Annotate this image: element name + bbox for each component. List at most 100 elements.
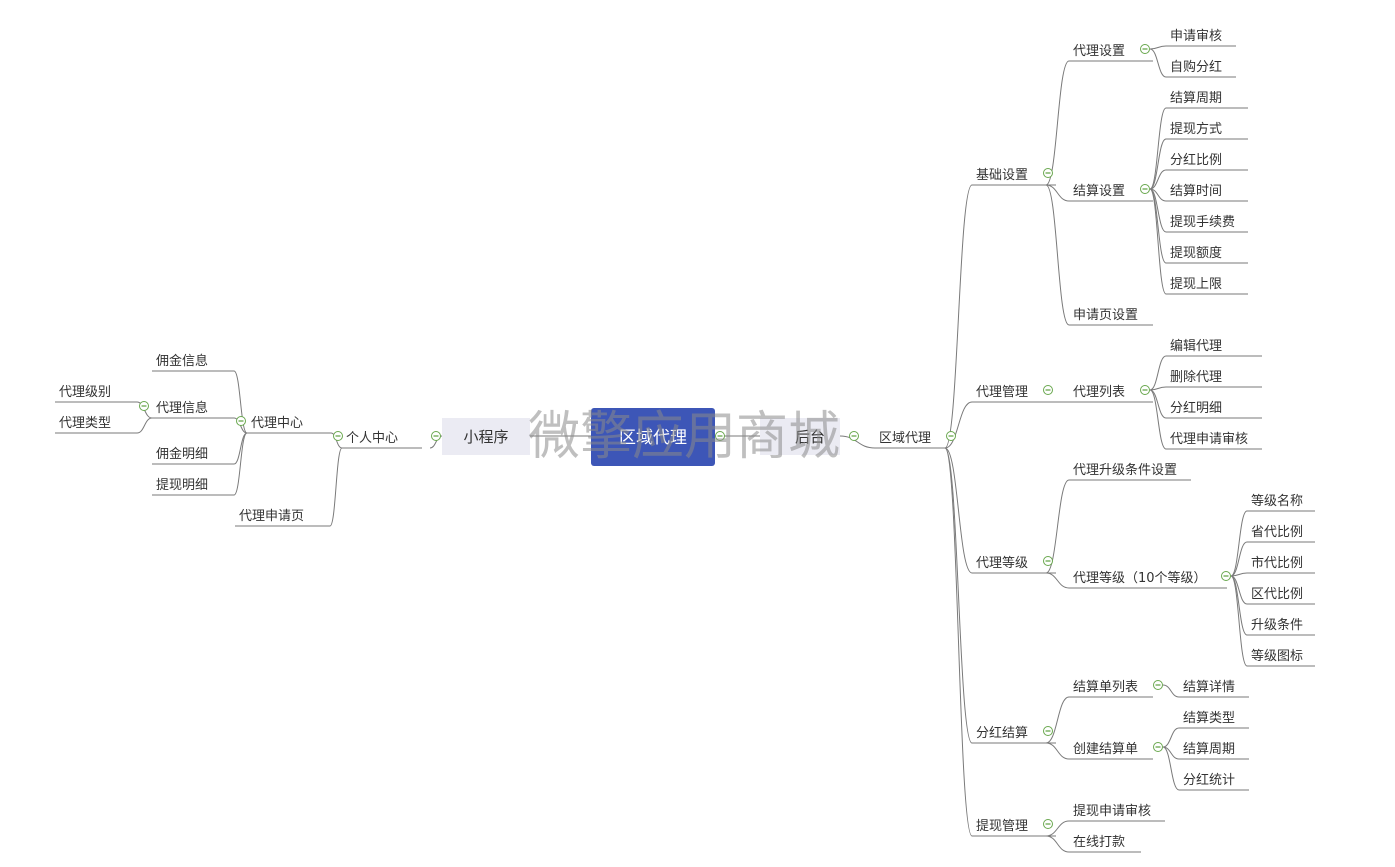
node-settlement-settings-item-6[interactable]: 提现上限 <box>1166 276 1248 295</box>
node-agent-settings-item-1[interactable]: 自购分红 <box>1166 59 1236 78</box>
node-agent-level-item-4[interactable]: 升级条件 <box>1247 617 1315 636</box>
node-online-payment[interactable]: 在线打款 <box>1069 835 1141 853</box>
node-upgrade-condition-settings[interactable]: 代理升级条件设置 <box>1069 462 1191 481</box>
node-agent-apply-page-label: 代理申请页 <box>239 509 304 524</box>
connector-layer <box>136 45 1248 853</box>
node-agent-level[interactable]: 代理级别 <box>55 385 137 403</box>
toggle-right-main[interactable] <box>849 431 859 441</box>
node-agent-level-item-5-label: 等级图标 <box>1251 648 1303 664</box>
node-settlement-settings-item-2[interactable]: 分红比例 <box>1166 152 1248 171</box>
node-agent-level-item-0[interactable]: 等级名称 <box>1247 493 1315 512</box>
toggle-node-basic-settings[interactable] <box>1043 168 1053 178</box>
node-agent-grade-label: 代理等级 <box>976 555 1028 571</box>
toggle-node-agent-grade[interactable] <box>1043 556 1053 566</box>
node-apply-page-settings[interactable]: 申请页设置 <box>1069 308 1153 326</box>
node-agent-level-item-2-label: 市代比例 <box>1251 555 1303 571</box>
node-settlement-list[interactable]: 结算单列表 <box>1069 680 1153 698</box>
node-settlement-settings-item-3[interactable]: 结算时间 <box>1166 184 1248 202</box>
connector-agent-apply-page <box>329 447 343 527</box>
node-agent-list-item-0[interactable]: 编辑代理 <box>1166 339 1262 357</box>
node-agent-center-label: 代理中心 <box>251 416 303 431</box>
connector-node-withdraw-detail <box>233 432 248 496</box>
node-settlement-settings-item-5[interactable]: 提现额度 <box>1166 245 1248 264</box>
node-create-settlement-item-1[interactable]: 结算周期 <box>1179 742 1249 760</box>
toggle-node-settlement-settings[interactable] <box>1140 184 1150 194</box>
node-create-settlement-item-2[interactable]: 分红统计 <box>1179 772 1249 791</box>
toggle-node-agent-settings[interactable] <box>1140 44 1150 54</box>
node-agent-level-item-3[interactable]: 区代比例 <box>1247 587 1315 605</box>
connector-node-withdraw-management <box>944 447 973 837</box>
node-personal-center[interactable]: 个人中心 <box>342 431 422 449</box>
toggle-root[interactable] <box>715 431 725 441</box>
node-agent-level-item-0-label: 等级名称 <box>1251 493 1303 509</box>
main-node-right[interactable]: 后台 <box>760 418 840 455</box>
node-agent-apply-page[interactable]: 代理申请页 <box>235 509 330 527</box>
node-commission-info[interactable]: 佣金信息 <box>152 353 234 372</box>
toggle-agent-center[interactable] <box>236 416 246 426</box>
node-agent-grade[interactable]: 代理等级 <box>972 555 1056 574</box>
toggle-node-settlement-list[interactable] <box>1153 680 1163 690</box>
node-agent-type[interactable]: 代理类型 <box>55 416 137 434</box>
node-agent-settings-item-0[interactable]: 申请审核 <box>1166 29 1236 47</box>
toggle-node-dividend-settlement[interactable] <box>1043 726 1053 736</box>
toggle-node-create-settlement[interactable] <box>1153 742 1163 752</box>
node-agent-list[interactable]: 代理列表 <box>1069 385 1153 403</box>
toggle-agent-info[interactable] <box>139 401 149 411</box>
node-agent-list-item-2[interactable]: 分红明细 <box>1166 400 1262 419</box>
node-agent-level-item-4-label: 升级条件 <box>1251 617 1303 633</box>
root-node[interactable]: 区域代理 <box>591 408 715 466</box>
node-agent-management-label: 代理管理 <box>976 385 1028 400</box>
node-settlement-settings-item-4[interactable]: 提现手续费 <box>1166 214 1248 233</box>
toggle-node-withdraw-management[interactable] <box>1043 819 1053 829</box>
main-node-right-label: 后台 <box>795 428 825 446</box>
node-create-settlement[interactable]: 创建结算单 <box>1069 742 1153 760</box>
node-settlement-settings-item-1[interactable]: 提现方式 <box>1166 121 1248 140</box>
connector-node-agent-level-item-5 <box>1230 575 1248 667</box>
node-withdraw-apply-review[interactable]: 提现申请审核 <box>1069 803 1165 822</box>
toggle-region-agent[interactable] <box>946 431 956 441</box>
node-settlement-settings[interactable]: 结算设置 <box>1069 184 1153 202</box>
toggle-layer <box>139 44 1231 829</box>
connector-node-create-settlement <box>1045 742 1070 760</box>
node-basic-settings[interactable]: 基础设置 <box>972 168 1056 186</box>
node-commission-detail[interactable]: 佣金明细 <box>152 446 234 465</box>
node-agent-level-ten[interactable]: 代理等级（10个等级） <box>1069 570 1227 589</box>
main-node-left-label: 小程序 <box>463 428 508 446</box>
toggle-node-agent-list[interactable] <box>1140 385 1150 395</box>
node-agent-level-item-5[interactable]: 等级图标 <box>1247 648 1315 667</box>
node-agent-level-item-3-label: 区代比例 <box>1251 587 1303 602</box>
node-agent-center[interactable]: 代理中心 <box>247 416 331 434</box>
node-dividend-settlement[interactable]: 分红结算 <box>972 725 1056 744</box>
toggle-personal-center[interactable] <box>333 431 343 441</box>
node-settlement-settings-item-0[interactable]: 结算周期 <box>1166 91 1248 109</box>
node-agent-level-item-1[interactable]: 省代比例 <box>1247 525 1315 543</box>
node-settlement-list-item-0[interactable]: 结算详情 <box>1179 680 1249 698</box>
node-withdraw-detail[interactable]: 提现明细 <box>152 477 234 496</box>
node-agent-settings-item-0-label: 申请审核 <box>1170 29 1222 44</box>
connector-node-upgrade-condition-settings <box>1045 479 1070 574</box>
node-agent-list-item-1-label: 删除代理 <box>1170 370 1222 385</box>
toggle-node-agent-management[interactable] <box>1043 385 1053 395</box>
node-create-settlement-item-0[interactable]: 结算类型 <box>1179 711 1249 729</box>
toggle-left-main[interactable] <box>431 431 441 441</box>
node-settlement-settings-item-5-label: 提现额度 <box>1170 245 1222 261</box>
node-agent-level-item-2[interactable]: 市代比例 <box>1247 555 1315 574</box>
node-withdraw-management[interactable]: 提现管理 <box>972 818 1056 837</box>
node-agent-management[interactable]: 代理管理 <box>972 385 1056 403</box>
connector-node-agent-level-ten <box>1045 572 1070 589</box>
node-create-settlement-item-2-label: 分红统计 <box>1183 772 1235 788</box>
connector-node-settlement-list <box>1045 696 1070 744</box>
node-agent-settings[interactable]: 代理设置 <box>1069 44 1153 62</box>
toggle-node-agent-level-ten[interactable] <box>1221 571 1231 581</box>
node-create-settlement-label: 创建结算单 <box>1073 742 1138 757</box>
node-agent-info[interactable]: 代理信息 <box>152 400 234 419</box>
node-agent-list-item-1[interactable]: 删除代理 <box>1166 370 1262 388</box>
node-region-agent[interactable]: 区域代理 <box>875 431 945 449</box>
connector-node-settlement-list-item-0 <box>1162 684 1180 698</box>
main-node-left[interactable]: 小程序 <box>442 418 530 455</box>
connector-node-settlement-settings-item-1 <box>1149 138 1167 190</box>
node-agent-list-item-3[interactable]: 代理申请审核 <box>1166 432 1262 450</box>
root-node-label: 区域代理 <box>619 428 687 448</box>
